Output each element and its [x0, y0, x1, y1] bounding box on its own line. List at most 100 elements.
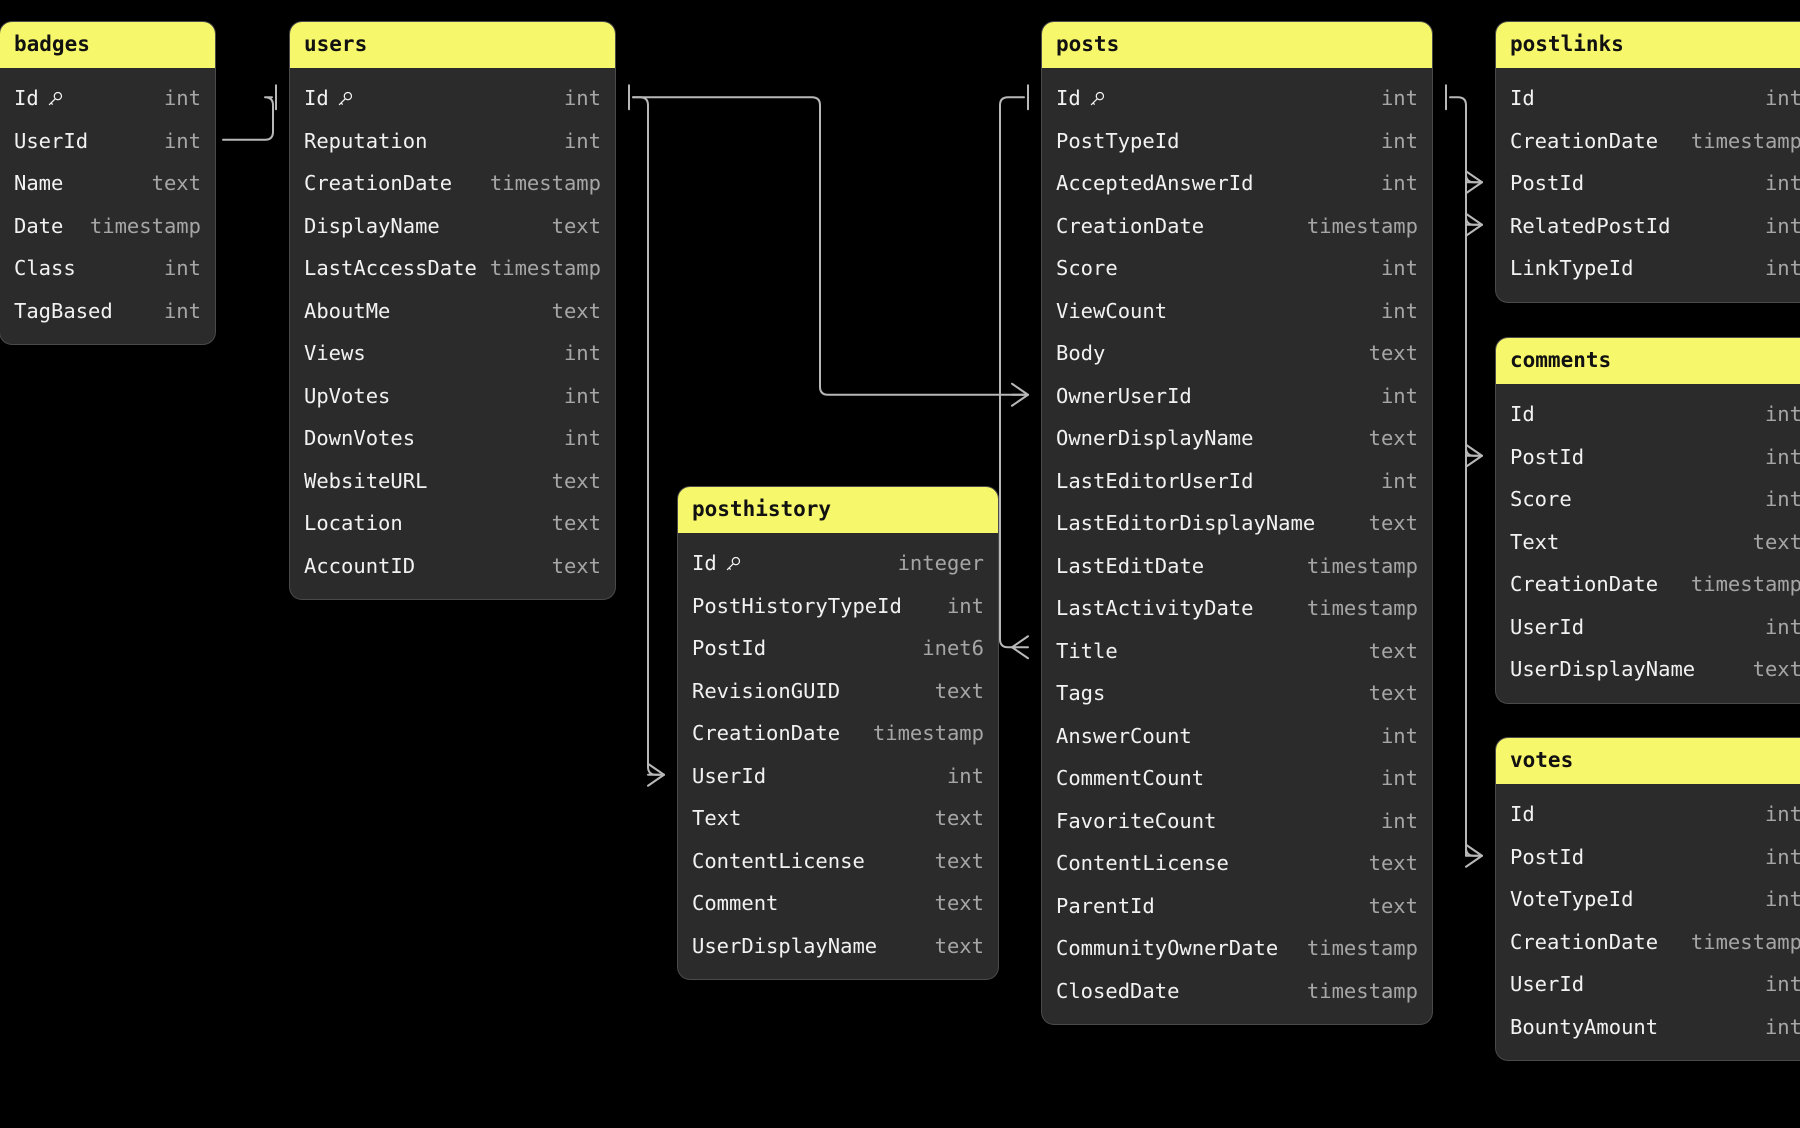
column-type: int [946, 763, 984, 788]
column-row[interactable]: UserId int [678, 755, 998, 798]
column-name-text: Reputation [304, 128, 428, 153]
column-type: timestamp [1306, 978, 1418, 1003]
column-type: int [1764, 1014, 1800, 1039]
column-name-text: WebsiteURL [304, 468, 428, 493]
primary-key-icon [724, 555, 742, 573]
column-row[interactable]: Id int [0, 77, 215, 120]
column-name-text: PostTypeId [1056, 128, 1180, 153]
column-type: timestamp [1690, 572, 1800, 597]
column-type: timestamp [1690, 128, 1800, 153]
column-type: integer [897, 551, 984, 576]
relationship-line [1465, 843, 1483, 857]
column-name: Id [1056, 86, 1106, 110]
column-name-text: Id [14, 86, 39, 111]
column-type: int [1380, 723, 1418, 748]
column-type: int [163, 86, 201, 111]
column-name: ClosedDate [1056, 979, 1179, 1003]
column-row[interactable]: ClosedDate timestamp [1042, 970, 1432, 1013]
column-type: int [1380, 766, 1418, 791]
column-name-text: Tags [1056, 681, 1106, 706]
column-name-text: CommunityOwnerDate [1056, 936, 1279, 961]
column-name: CommunityOwnerDate [1056, 936, 1278, 960]
column-name: UserId [692, 764, 766, 788]
column-name-text: FavoriteCount [1056, 808, 1217, 833]
column-name: UserId [14, 129, 88, 153]
table-title-postlinks: postlinks [1496, 22, 1800, 68]
